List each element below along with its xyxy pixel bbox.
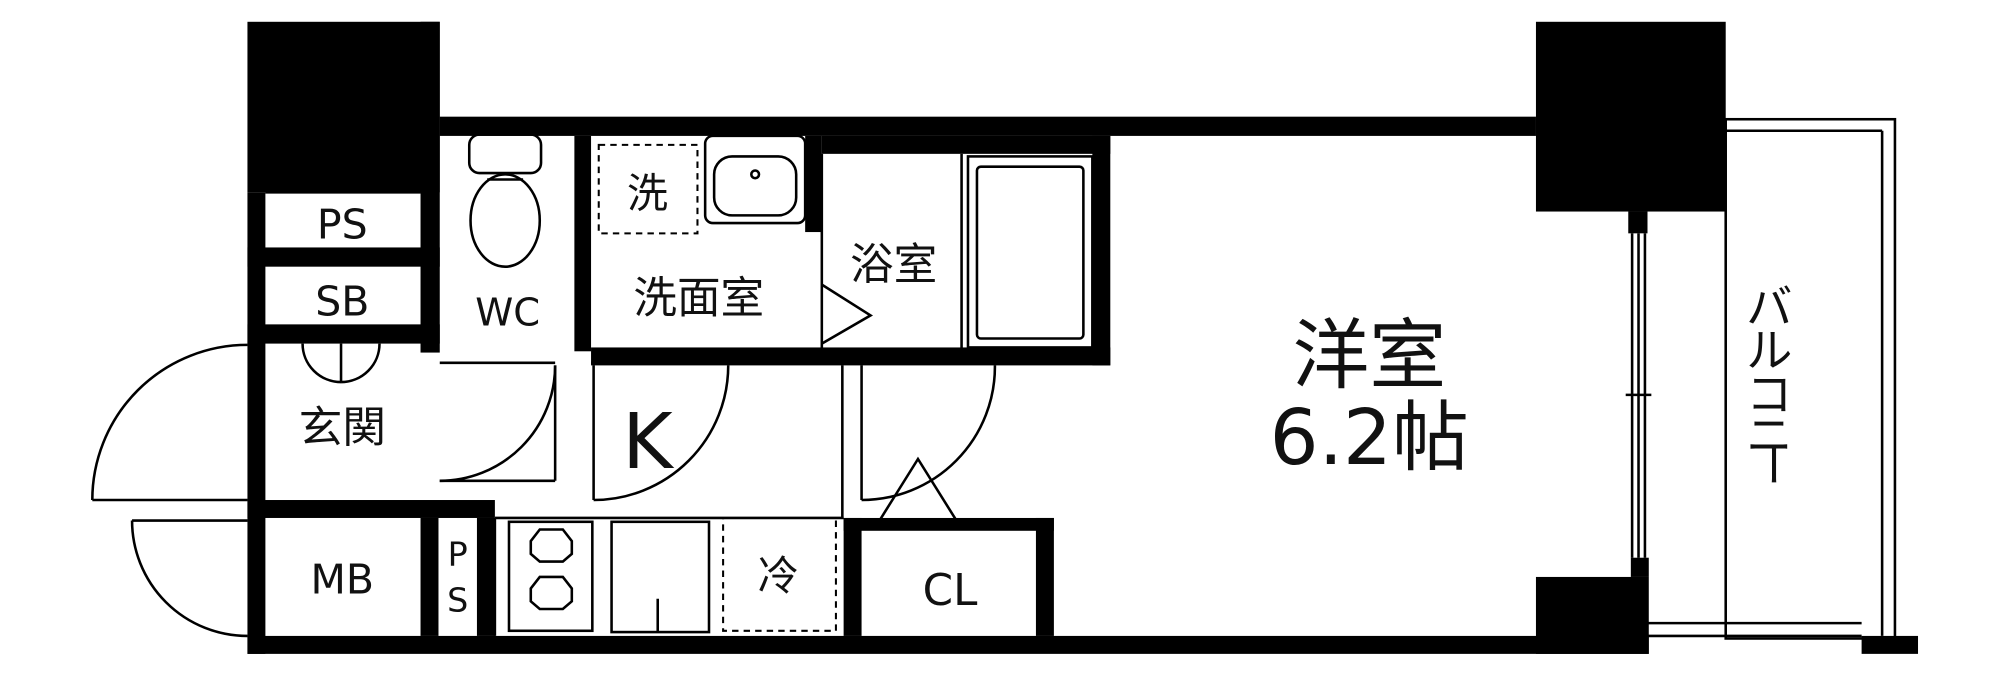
label-ps-lower-p: P xyxy=(448,534,468,573)
toilet-icon xyxy=(467,133,543,268)
label-genkan: 玄関 xyxy=(299,403,386,453)
label-wc: WC xyxy=(475,291,540,336)
label-sb: SB xyxy=(315,277,369,325)
bathtub-icon xyxy=(966,155,1094,349)
sink-icon xyxy=(610,520,711,634)
label-youshitsu-size: 6.2帖 xyxy=(1270,394,1469,483)
label-yokushitsu: 浴室 xyxy=(850,240,937,290)
thin-partitions xyxy=(265,117,1897,640)
label-ps-upper: PS xyxy=(317,200,368,248)
label-balcony-4: ニ xyxy=(1746,408,1792,462)
fridge-space xyxy=(722,516,837,632)
stove-icon xyxy=(507,520,594,633)
label-ps-lower-s: S xyxy=(447,581,468,620)
label-wash-mark: 洗 xyxy=(627,170,668,218)
label-balcony-3: コ xyxy=(1746,367,1792,421)
washbasin-icon xyxy=(703,134,807,225)
label-balcony-5: ー xyxy=(1745,441,1799,487)
label-closet: CL xyxy=(923,566,978,616)
washing-machine-space xyxy=(597,143,699,235)
label-balcony-1: バ xyxy=(1746,280,1792,334)
label-fridge: 冷 xyxy=(758,552,799,600)
label-balcony-2: ル xyxy=(1746,324,1792,378)
label-senmenshitsu: 洗面室 xyxy=(633,274,764,324)
door-swings xyxy=(91,283,997,638)
room-labels: PS SB 玄関 MB P S WC 洗 洗面室 浴室 K 冷 CL 洋室 6.… xyxy=(299,170,1800,620)
label-mb: MB xyxy=(311,556,375,604)
label-youshitsu: 洋室 xyxy=(1292,312,1446,401)
label-kitchen: K xyxy=(622,398,675,487)
structural-walls xyxy=(247,21,1919,654)
fixtures xyxy=(467,133,1094,634)
